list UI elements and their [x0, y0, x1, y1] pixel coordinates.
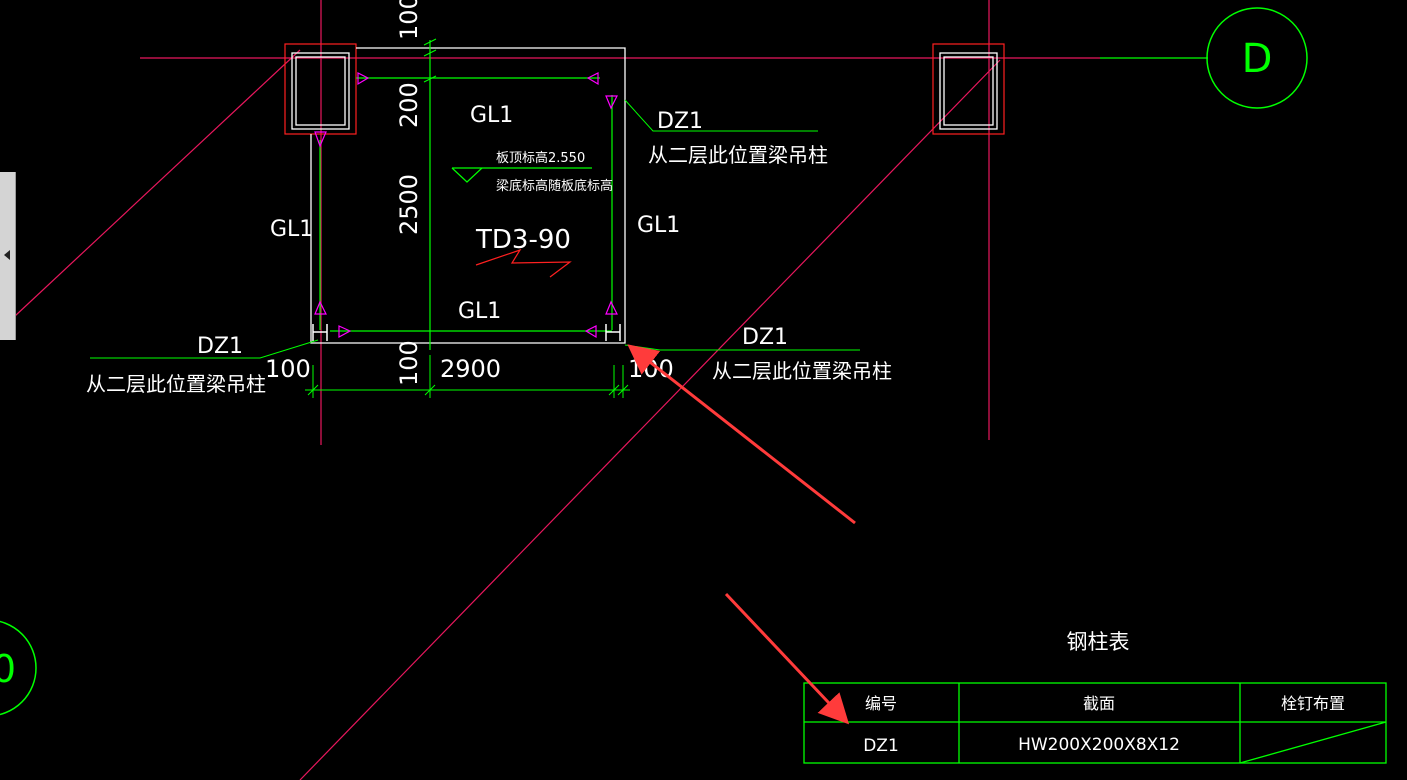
- dimension-texts: 100 200 2500 100 100 2900 100: [265, 0, 674, 386]
- table-cell-section: HW200X200X8X12: [1018, 735, 1180, 755]
- gl1-labels: GL1 GL1 GL1 GL1: [270, 103, 680, 324]
- dim-100-bottom-left: 100: [265, 355, 311, 383]
- table-header-id: 编号: [865, 694, 897, 713]
- beam-end-markers: [314, 72, 618, 339]
- beam-bottom-note: 梁底标高随板底标高: [496, 178, 613, 194]
- stairwell-outline[interactable]: [310, 47, 626, 344]
- gl1-label-bottom: GL1: [458, 299, 501, 324]
- dz1-note-right-top: 从二层此位置梁吊柱: [648, 143, 828, 167]
- dz1-note-right-bottom: 从二层此位置梁吊柱: [712, 359, 892, 383]
- grid-bubble-d[interactable]: D: [1100, 7, 1308, 109]
- dim-2900: 2900: [440, 355, 501, 383]
- gl1-label-left: GL1: [270, 217, 313, 242]
- dz1-note-left: 从二层此位置梁吊柱: [86, 372, 266, 396]
- dim-2500: 2500: [395, 174, 423, 235]
- dim-200: 200: [395, 82, 423, 128]
- gl1-label-top: GL1: [470, 103, 513, 128]
- axis-line-diagonal-right: [299, 59, 1001, 780]
- dz1-h-markers[interactable]: [312, 324, 621, 341]
- dz1-label-left[interactable]: DZ1: [197, 334, 243, 359]
- table-header-section: 截面: [1083, 694, 1115, 713]
- table-header-studs: 栓钉布置: [1281, 694, 1345, 713]
- studs-diagonal: [1239, 721, 1387, 764]
- steel-column-table[interactable]: 钢柱表 编号 截面 栓钉布置 DZ1 HW200X200X8X12: [803, 630, 1387, 764]
- dimension-lines: [305, 38, 630, 398]
- grid-bubble-label: D: [1242, 36, 1273, 82]
- stair-symbol: [475, 248, 572, 278]
- gl1-label-right: GL1: [637, 213, 680, 238]
- slab-top-elevation: 板顶标高2.550: [496, 150, 585, 166]
- table-row[interactable]: DZ1 HW200X200X8X12: [863, 735, 1180, 756]
- grid-bubble-left-label: 0: [0, 647, 16, 691]
- dz1-annotations: DZ1 从二层此位置梁吊柱 DZ1 从二层此位置梁吊柱 DZ1 从二层此位置梁吊…: [86, 109, 892, 396]
- sidebar-collapse-handle[interactable]: [0, 172, 16, 340]
- table-title: 钢柱表: [1067, 630, 1130, 654]
- dim-100-top: 100: [395, 0, 423, 40]
- arrow-to-dz1-column: [627, 344, 856, 525]
- grid-bubble-left[interactable]: 0: [0, 620, 37, 716]
- annotation-arrows: [627, 344, 856, 725]
- column-left[interactable]: [284, 43, 357, 135]
- axis-line-diagonal-left: [0, 49, 301, 331]
- dim-100-bottom-mid: 100: [395, 340, 423, 386]
- gl1-beams[interactable]: [319, 40, 613, 350]
- column-right[interactable]: [932, 43, 1005, 135]
- elevation-symbol: [451, 167, 592, 183]
- dz1-label-right-top[interactable]: DZ1: [657, 109, 703, 134]
- table-cell-id: DZ1: [863, 736, 899, 756]
- dz1-label-right-bottom[interactable]: DZ1: [742, 325, 788, 350]
- dim-100-bottom-right: 100: [628, 355, 674, 383]
- stair-label[interactable]: TD3-90: [475, 225, 571, 255]
- arrow-to-dz1-table: [724, 592, 850, 725]
- chevron-left-icon[interactable]: [4, 250, 10, 260]
